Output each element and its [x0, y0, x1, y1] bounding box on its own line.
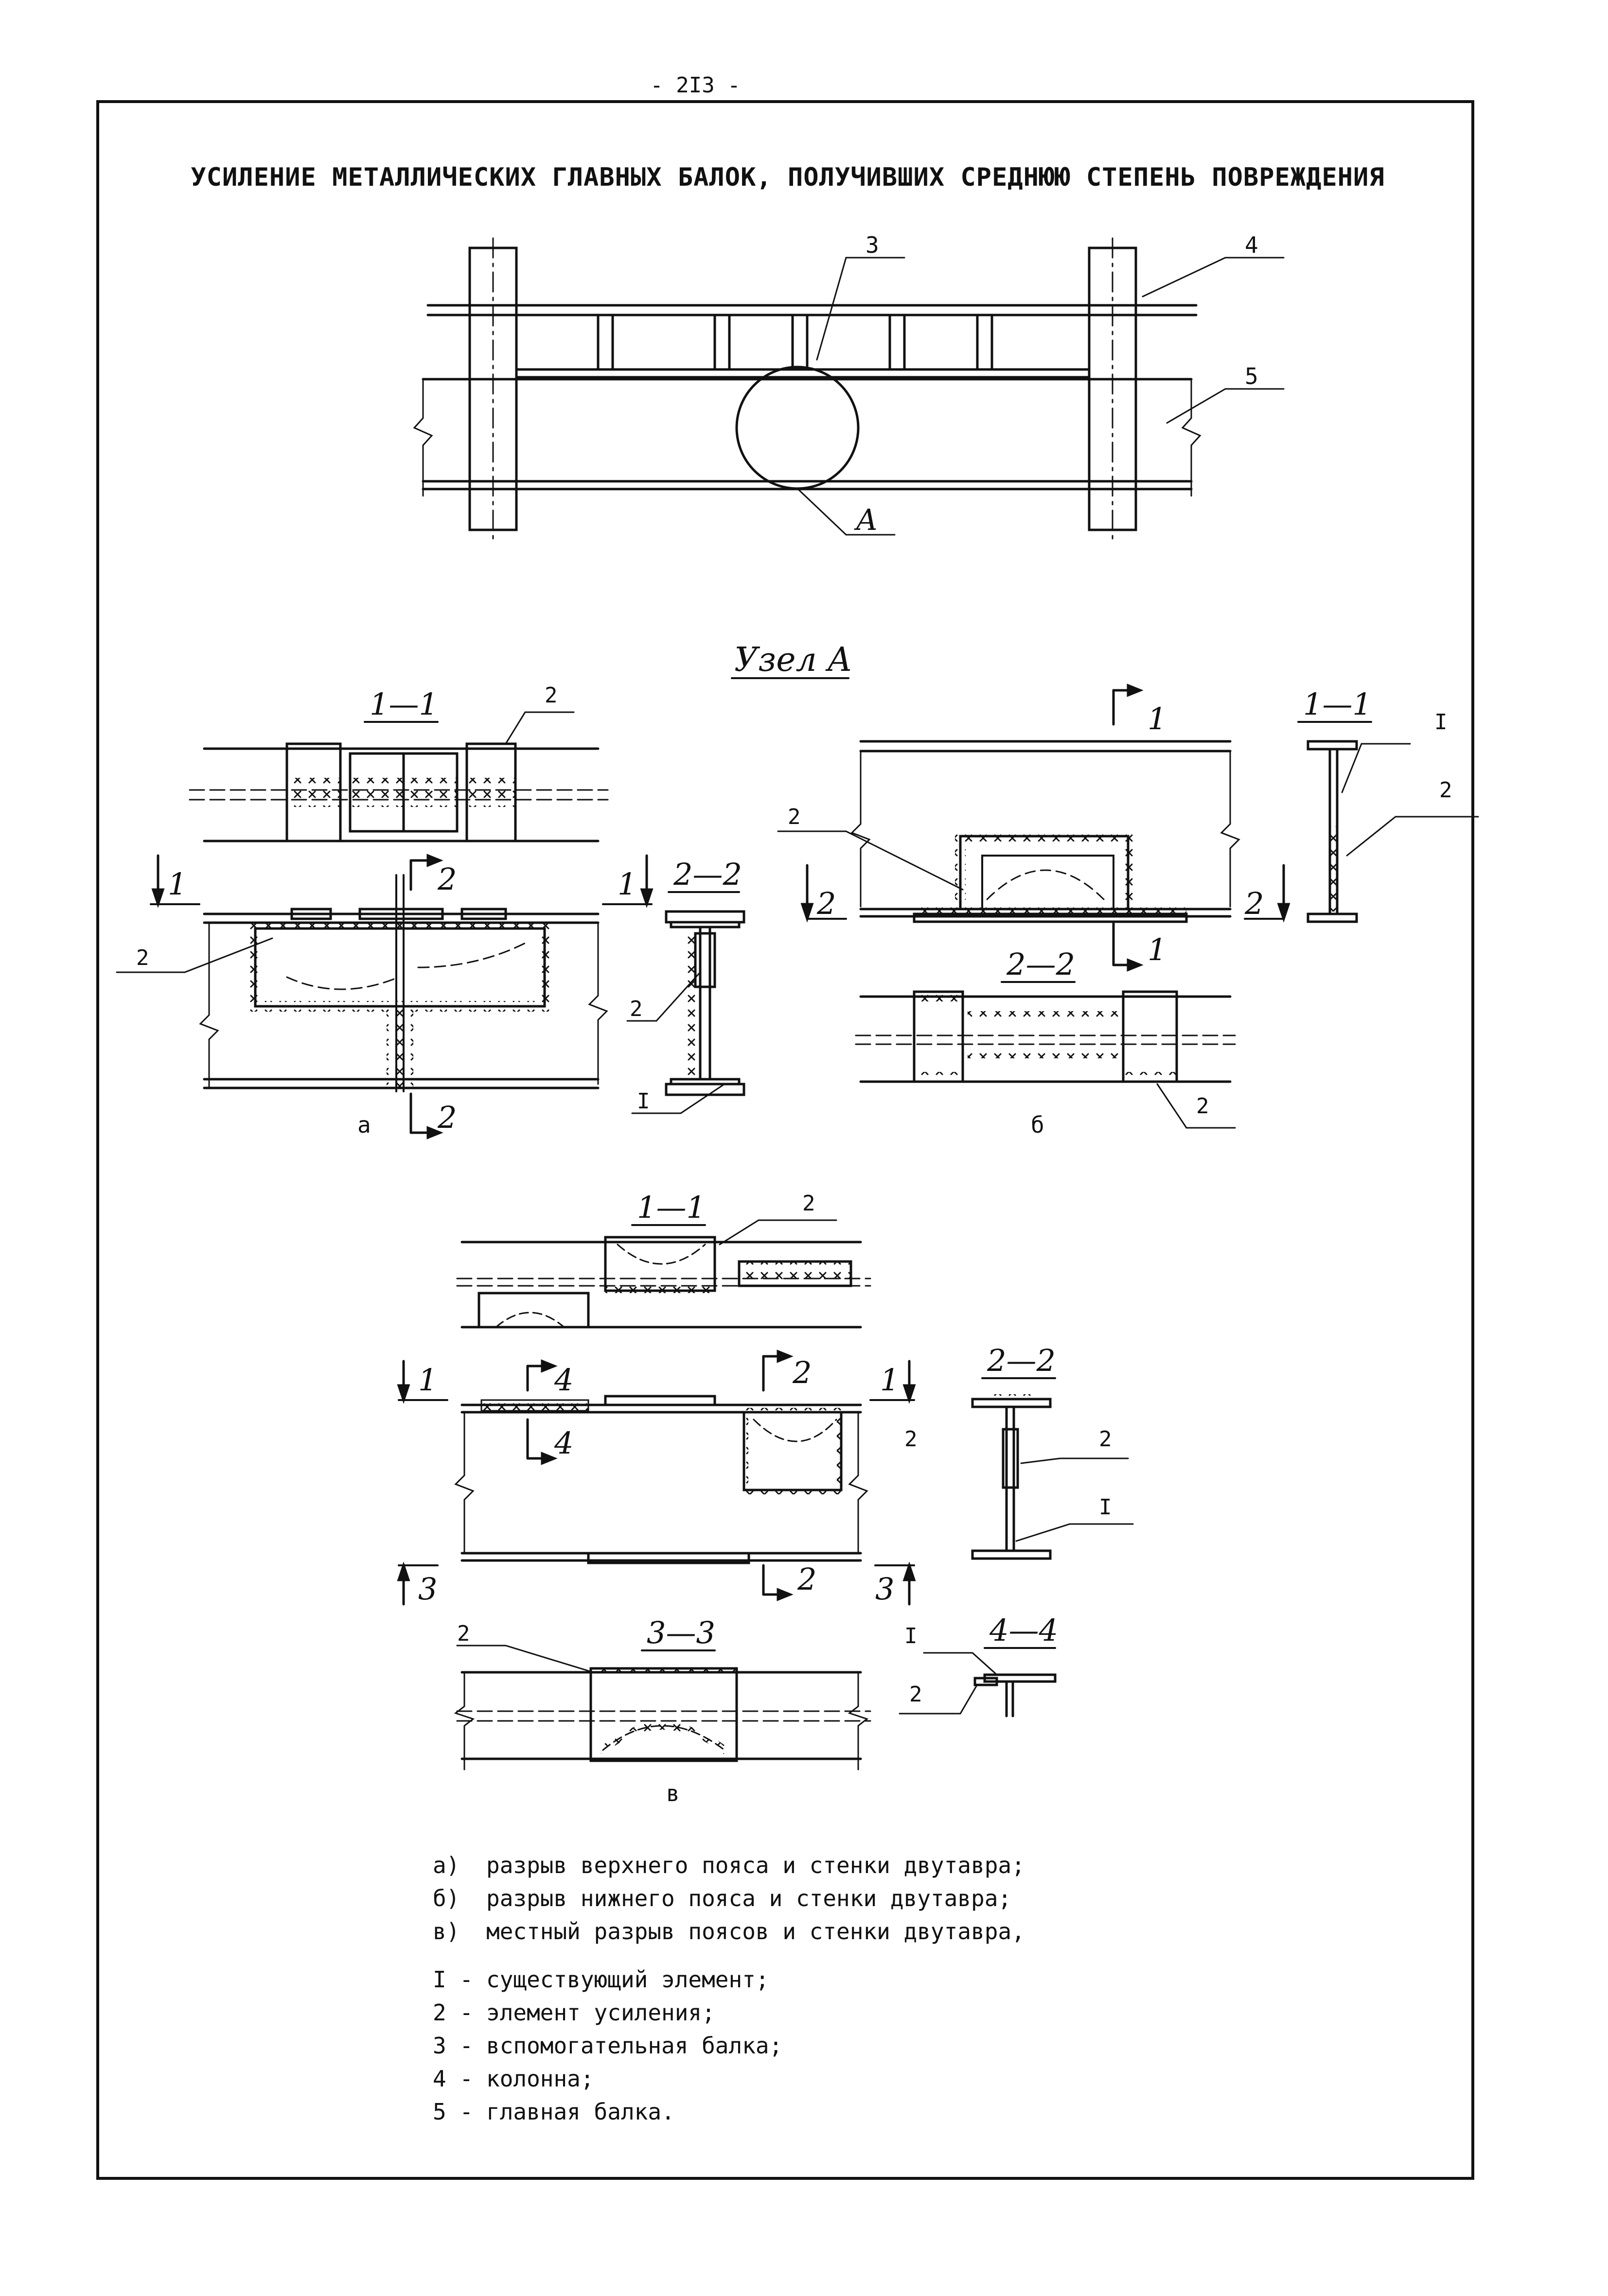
v-num-2-11: 2: [802, 1191, 815, 1216]
svg-text:4: 4: [554, 1362, 573, 1398]
b-num-2-elev: 2: [788, 805, 801, 829]
v-num-2-22: 2: [1099, 1427, 1112, 1452]
a-section-mark-1-right: 1: [602, 854, 654, 908]
v-section-mark-3-left: 3: [397, 1561, 439, 1607]
svg-text:2: 2: [437, 1100, 457, 1135]
legend-item-auxiliary-beam: 3 -вспомогательная балка;: [433, 2033, 783, 2059]
svg-text:3: 3: [418, 1571, 437, 1607]
variant-b: 1 2 2 2 1: [777, 684, 1479, 1138]
v-label: в: [666, 1780, 680, 1806]
a-num-2-top: 2: [545, 683, 558, 708]
v-section-mark-4-top: 4: [526, 1359, 573, 1398]
svg-text:2: 2: [816, 886, 836, 921]
column-right: [1088, 237, 1137, 541]
page-number: - 2I3 -: [632, 73, 759, 98]
svg-text:1: 1: [618, 866, 636, 902]
v-section-mark-2-bottom: 2: [762, 1561, 816, 1601]
svg-text:2: 2: [792, 1355, 812, 1390]
plan-label-5: 5: [1245, 363, 1258, 389]
v-section-mark-1-right: 1: [869, 1360, 916, 1404]
column-left: [468, 237, 518, 541]
a-section-mark-2-top: 2: [409, 854, 457, 897]
v-section-mark-4-bottom: 4: [526, 1418, 573, 1465]
legend-item-main-beam: 5 -главная балка.: [433, 2099, 675, 2125]
b-section-mark-1-top: 1: [1112, 684, 1166, 736]
b-num-I: I: [1434, 710, 1448, 735]
svg-text:1: 1: [880, 1362, 899, 1398]
a-num-2-left: 2: [136, 946, 149, 970]
svg-text:4: 4: [554, 1425, 573, 1461]
b-label: б: [1031, 1112, 1044, 1138]
auxiliary-beam: [426, 304, 1198, 379]
svg-text:2: 2: [1244, 886, 1264, 921]
svg-text:3: 3: [875, 1571, 894, 1607]
b-section-22-title: 2—2: [1006, 946, 1075, 982]
v-section-mark-2-top: 2: [762, 1350, 812, 1392]
variant-a: 1—1 2 2: [116, 683, 745, 1139]
b-section-mark-1-bottom: 1: [1112, 922, 1166, 972]
a-section-22-title: 2—2: [673, 857, 742, 892]
caption-b: б)разрыв нижнего пояса и стенки двутавра…: [433, 1885, 1012, 1911]
node-title: Узел А: [734, 641, 852, 679]
a-section-11-title: 1—1: [370, 686, 438, 722]
svg-text:1: 1: [1148, 701, 1166, 736]
v-num-2-33: 2: [457, 1621, 470, 1646]
drawing-frame: [96, 100, 1474, 2180]
a-label: а: [357, 1112, 371, 1138]
b-num-2-section: 2: [1196, 1094, 1209, 1119]
v-section-11-title: 1—1: [637, 1190, 706, 1225]
plan-view: 3 4 5 А: [413, 232, 1285, 541]
svg-text:2: 2: [437, 861, 457, 897]
legend-item-column: 4 -колонна;: [433, 2066, 594, 2092]
v-section-mark-3-right: 3: [874, 1561, 916, 1607]
b-section-mark-2-left: 2: [800, 864, 847, 923]
v-num-2-elev: 2: [904, 1427, 918, 1452]
v-section-44-title: 4—4: [989, 1612, 1058, 1648]
node-a-marker: [735, 366, 860, 490]
svg-text:1: 1: [418, 1362, 437, 1398]
main-beam: [413, 378, 1202, 497]
caption-v: в)местный разрыв поясов и стенки двутавр…: [433, 1918, 1025, 1945]
svg-text:1: 1: [168, 866, 187, 902]
svg-text:2: 2: [797, 1561, 816, 1597]
a-section-mark-1-left: 1: [150, 854, 200, 908]
b-section-11-title: 1—1: [1303, 686, 1372, 722]
drawing-title: УСИЛЕНИЕ МЕТАЛЛИЧЕСКИХ ГЛАВНЫХ БАЛОК, ПО…: [191, 163, 1385, 192]
legend-item-existing: I -существующий элемент;: [433, 1966, 769, 1993]
v-section-22-title: 2—2: [987, 1343, 1056, 1378]
v-num-I-44: I: [904, 1624, 918, 1648]
variant-v: 1—1 2 1: [397, 1190, 1134, 1806]
v-num-2-44: 2: [909, 1682, 922, 1707]
caption-a: а)разрыв верхнего пояса и стенки двутавр…: [433, 1852, 1025, 1878]
plan-label-4: 4: [1245, 232, 1258, 258]
v-num-I-22: I: [1099, 1495, 1112, 1520]
a-num-2-section: 2: [630, 997, 643, 1021]
legend-item-reinforcement: 2 -элемент усиления;: [433, 1999, 715, 2026]
v-section-mark-1-left: 1: [397, 1360, 448, 1404]
svg-text:1: 1: [1148, 932, 1166, 967]
b-num-2-11: 2: [1439, 778, 1452, 803]
a-num-I-section: I: [637, 1089, 650, 1114]
v-section-33-title: 3—3: [647, 1615, 715, 1650]
plan-label-node: А: [854, 503, 878, 537]
a-section-mark-2-bottom: 2: [409, 1092, 457, 1139]
plan-label-3: 3: [866, 232, 879, 258]
b-section-mark-2-right: 2: [1244, 864, 1290, 923]
